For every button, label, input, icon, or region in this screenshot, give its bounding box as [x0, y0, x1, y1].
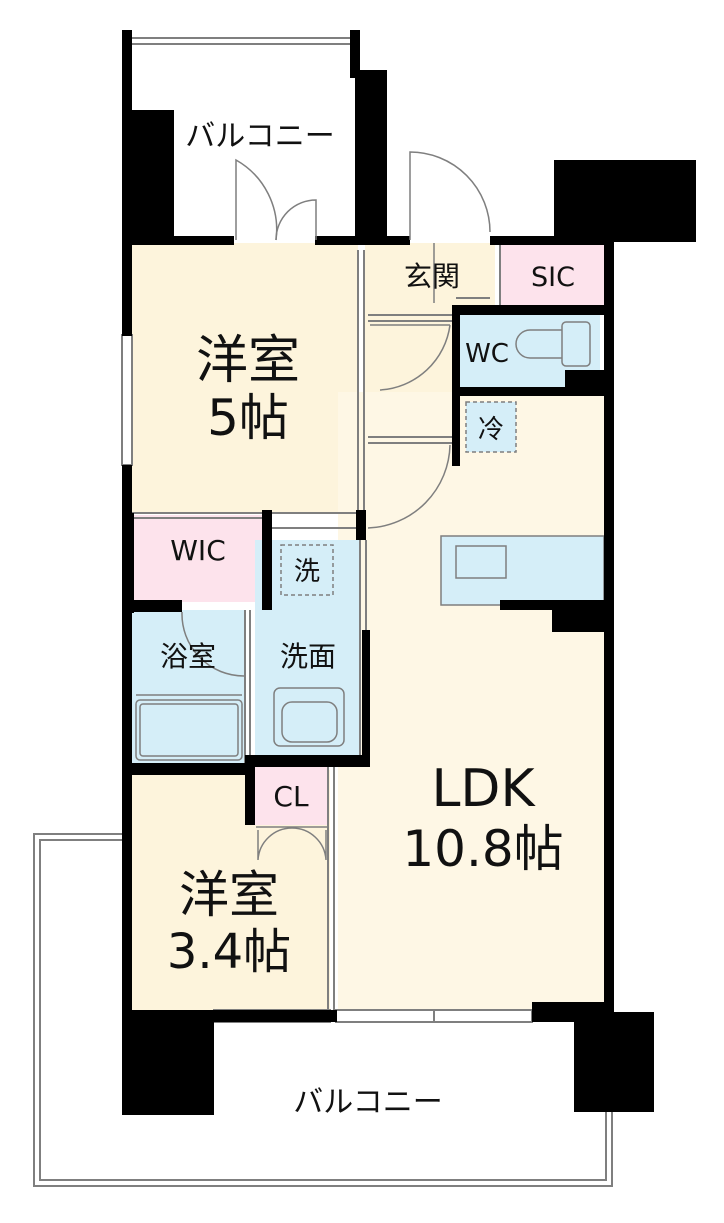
- toilet-bowl: [515, 329, 562, 359]
- column-top-mid: [355, 70, 387, 245]
- door-bath: [181, 611, 245, 677]
- wall-top-entrance: [360, 236, 410, 245]
- wall-fridge-left: [452, 396, 460, 466]
- fixtures: [135, 321, 591, 761]
- wall-wash-left: [262, 510, 272, 610]
- label-washroom: 洗面: [280, 640, 336, 673]
- wall-top-room1-b: [315, 236, 365, 245]
- door-closet-l: [257, 827, 293, 861]
- door-room1: [367, 444, 451, 529]
- wall-top-sic: [490, 236, 610, 245]
- sic-floor: [500, 243, 606, 305]
- fridge-box: [465, 401, 517, 453]
- thin-walls: [132, 245, 501, 1010]
- kitchen-sink: [455, 545, 507, 579]
- wall-wc-top: [452, 305, 606, 315]
- door-balcony-right: [275, 199, 317, 241]
- wall-west-2: [122, 465, 132, 1025]
- labels: バルコニー 洋室 5帖 玄関 SIC WC 冷 WIC 洗 浴室 洗面 CL L…: [160, 119, 575, 1120]
- column-bottom-left: [122, 1010, 214, 1115]
- label-western1-size: 5帖: [207, 389, 289, 447]
- wall-wic-bottom: [122, 600, 182, 612]
- column-top-left: [122, 110, 174, 243]
- label-wic: WIC: [170, 534, 226, 567]
- wall-wc-corner: [565, 370, 610, 396]
- wall-bath-divider: [362, 630, 370, 765]
- label-western2-size: 3.4帖: [167, 924, 291, 980]
- label-bath: 浴室: [160, 640, 216, 673]
- door-closet-r: [291, 827, 327, 861]
- bath-floor: [132, 610, 245, 765]
- column-bottom-right: [574, 1012, 654, 1112]
- wall-bottom-ldk: [532, 1002, 612, 1022]
- wall-wash-bottom: [245, 755, 370, 767]
- wall-washroom-right: [356, 510, 366, 540]
- door-hall-wc: [370, 324, 451, 391]
- bathtub-inner: [139, 703, 239, 757]
- doors: [181, 151, 491, 861]
- balcony-bottom-rail-inner: [39, 839, 607, 1181]
- label-closet: CL: [273, 780, 309, 813]
- vanity: [273, 687, 345, 747]
- balcony-bottom-rail: [33, 833, 613, 1187]
- column-kitchen: [552, 600, 610, 632]
- room-fills: [130, 243, 606, 1014]
- wall-top-mid-column: [350, 30, 360, 78]
- entrance-floor: [365, 243, 495, 305]
- label-western1-name: 洋室: [196, 331, 300, 391]
- window-west: [121, 334, 133, 466]
- door-entrance: [409, 151, 491, 240]
- wall-west: [122, 236, 132, 336]
- label-entrance: 玄関: [404, 260, 460, 293]
- wall-wic-left: [122, 513, 134, 613]
- door-balcony-left: [235, 158, 278, 241]
- label-wc: WC: [465, 339, 509, 369]
- label-sic: SIC: [531, 262, 575, 293]
- label-fridge: 冷: [478, 415, 504, 445]
- western-room-1-floor: [130, 243, 358, 513]
- label-ldk-name: LDK: [431, 759, 536, 819]
- wall-bath-bottom: [122, 763, 252, 775]
- wall-wc-left: [452, 305, 460, 395]
- vanity-basin: [281, 701, 338, 743]
- wall-top-room1: [122, 236, 234, 245]
- closet-floor: [255, 765, 328, 825]
- label-balcony-bottom: バルコニー: [293, 1085, 442, 1120]
- heavy-walls: [122, 30, 696, 1115]
- bathtub: [135, 699, 243, 761]
- wall-bottom-room2: [122, 1010, 337, 1022]
- label-washer: 洗: [294, 557, 320, 587]
- wic-floor: [132, 515, 270, 602]
- washer-box: [280, 544, 334, 596]
- wall-cl-left: [245, 760, 255, 825]
- balcony-outlines: [33, 37, 613, 1187]
- label-western2-name: 洋室: [179, 866, 279, 924]
- wall-wc-bottom: [452, 387, 606, 396]
- label-balcony-top: バルコニー: [185, 119, 334, 154]
- toilet-tank: [561, 321, 591, 367]
- column-top-right: [554, 160, 696, 242]
- ldk-floor: [338, 392, 606, 1014]
- label-ldk-size: 10.8帖: [402, 820, 563, 878]
